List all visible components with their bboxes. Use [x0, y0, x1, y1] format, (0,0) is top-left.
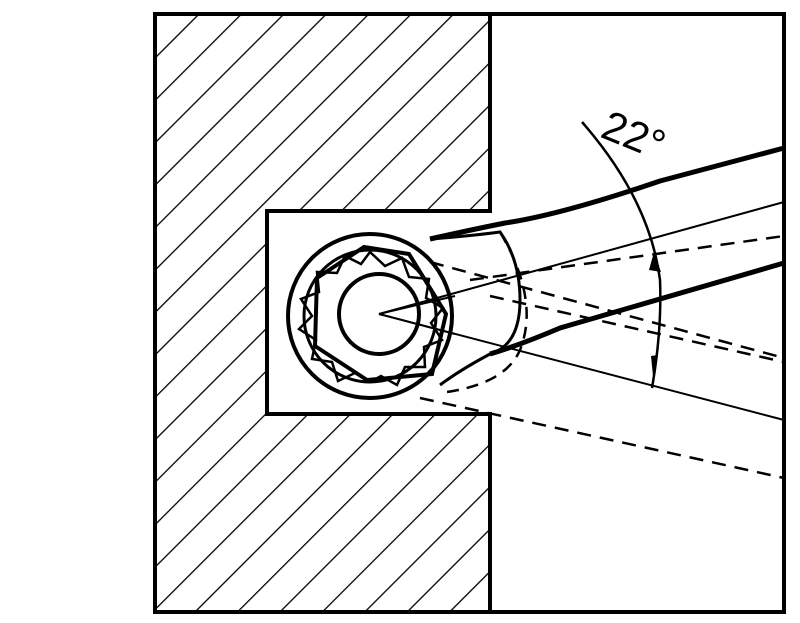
centerline-upper [378, 201, 785, 315]
wall-outline [265, 14, 492, 612]
angle-arrowhead-lower [651, 355, 658, 376]
wrench-handle-upper-edge [429, 145, 785, 242]
angle-dimension-arc [581, 121, 662, 389]
dashed-handle-edge-2 [469, 234, 785, 282]
dashed-handle-edge-4 [419, 396, 785, 480]
wrench-ring-outer [286, 232, 454, 400]
dashed-handle-edge-3 [489, 294, 785, 364]
centerline-short-upper [378, 295, 456, 315]
hex-nut [312, 244, 449, 383]
centerline-short-lower [378, 313, 456, 335]
wrench-handle-lower-edge [489, 260, 785, 357]
angle-arrowhead-upper [649, 252, 661, 272]
bolt-circle [337, 272, 421, 356]
wrench-ring-inner [302, 248, 438, 384]
hatched-wall-section [155, 14, 490, 612]
dashed-handle-edge-1 [429, 260, 785, 360]
outer-frame [153, 12, 786, 614]
wrench-neck [429, 230, 522, 387]
